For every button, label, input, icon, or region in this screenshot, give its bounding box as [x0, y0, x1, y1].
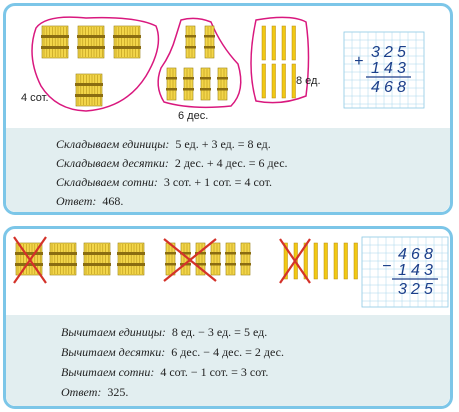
add-line-tens: Складываем десятки:2 дес. + 4 дес. = 6 д… [56, 156, 288, 170]
units-label: 8 ед. [296, 75, 321, 87]
sub-line-units: Вычитаем единицы:8 ед. − 3 ед. = 5 ед. [61, 325, 268, 339]
addend-1-d3: 5 [397, 44, 406, 61]
difference-d3: 5 [424, 281, 433, 298]
add-line-units: Складываем единицы:5 ед. + 3 ед. = 8 ед. [56, 137, 271, 151]
hundreds-label: 4 сот. [21, 92, 49, 104]
sub-line-hundreds: Вычитаем сотни:4 сот. − 1 сот. = 3 сот. [61, 365, 269, 379]
ten-bundle [200, 67, 211, 101]
hundred-cross [13, 236, 47, 284]
subtraction-grid [361, 236, 449, 308]
unit-stick [353, 242, 358, 280]
addend-2-d1: 1 [371, 60, 380, 77]
sum-d2: 6 [384, 79, 393, 96]
units-loop [250, 16, 310, 104]
addition-sign: + [354, 53, 363, 70]
unit-stick [261, 63, 266, 99]
ten-bundle [183, 67, 194, 101]
units-cross [279, 238, 311, 284]
subtraction-panel: − 4 6 8 1 4 3 3 2 5 Вычитаем единицы:8 е… [3, 226, 453, 409]
hundred-bundle [83, 242, 111, 276]
unit-stick [333, 242, 338, 280]
hundred-bundle [77, 25, 105, 59]
hundred-bundle [117, 242, 145, 276]
ten-bundle [210, 242, 221, 276]
unit-stick [291, 63, 296, 99]
minuend-d3: 8 [424, 246, 433, 263]
addition-panel: + 3 2 5 1 4 3 4 6 8 4 сот. 6 дес. 8 ед. … [3, 3, 453, 215]
unit-stick [271, 25, 276, 61]
hundred-bundle [113, 25, 141, 59]
addend-1-d2: 2 [383, 44, 393, 61]
difference-d2: 2 [410, 281, 420, 298]
unit-stick [281, 25, 286, 61]
sum-d3: 8 [397, 79, 406, 96]
ten-bundle [204, 25, 215, 59]
subtraction-explanation: Вычитаем единицы:8 ед. − 3 ед. = 5 ед. В… [6, 315, 450, 406]
minuend-d2: 6 [411, 246, 420, 263]
subtraction-sign: − [382, 258, 391, 275]
unit-stick [343, 242, 348, 280]
add-line-hundreds: Складываем сотни:3 сот. + 1 сот. = 4 сот… [56, 175, 272, 189]
unit-stick [261, 25, 266, 61]
unit-stick [323, 242, 328, 280]
subtrahend-d2: 4 [411, 262, 420, 279]
unit-stick [271, 63, 276, 99]
hundred-bundle [41, 25, 69, 59]
addend-2-d3: 3 [397, 60, 406, 77]
ten-bundle [166, 67, 177, 101]
ten-bundle [185, 25, 196, 59]
addition-explanation: Складываем единицы:5 ед. + 3 ед. = 8 ед.… [6, 128, 450, 212]
minuend-d1: 4 [398, 246, 407, 263]
unit-stick [303, 242, 308, 280]
sub-line-tens: Вычитаем десятки:6 дес. − 4 дес. = 2 дес… [61, 345, 284, 359]
ten-bundle [240, 242, 251, 276]
addend-1-d1: 3 [371, 44, 380, 61]
subtrahend-d3: 3 [424, 262, 433, 279]
hundred-bundle [75, 73, 103, 107]
sum-d1: 4 [371, 79, 380, 96]
addend-2-d2: 4 [384, 60, 393, 77]
addition-illustration: + 3 2 5 1 4 3 4 6 8 [31, 16, 425, 112]
tens-cross [163, 238, 217, 282]
subtrahend-d1: 1 [398, 262, 407, 279]
hundreds-loop [31, 16, 160, 112]
add-line-answer: Ответ:468. [56, 194, 124, 208]
hundred-bundle [49, 242, 77, 276]
unit-stick [313, 242, 318, 280]
sub-line-answer: Ответ:325. [61, 385, 129, 399]
ten-bundle [217, 67, 228, 101]
tens-label: 6 дес. [178, 110, 209, 122]
unit-stick [283, 242, 288, 280]
subtraction-illustration: − 4 6 8 1 4 3 3 2 5 [13, 236, 449, 308]
unit-stick [291, 25, 296, 61]
addition-grid [343, 31, 425, 109]
unit-stick [281, 63, 286, 99]
difference-d1: 3 [398, 281, 407, 298]
tens-loop [157, 17, 242, 109]
ten-bundle [225, 242, 236, 276]
